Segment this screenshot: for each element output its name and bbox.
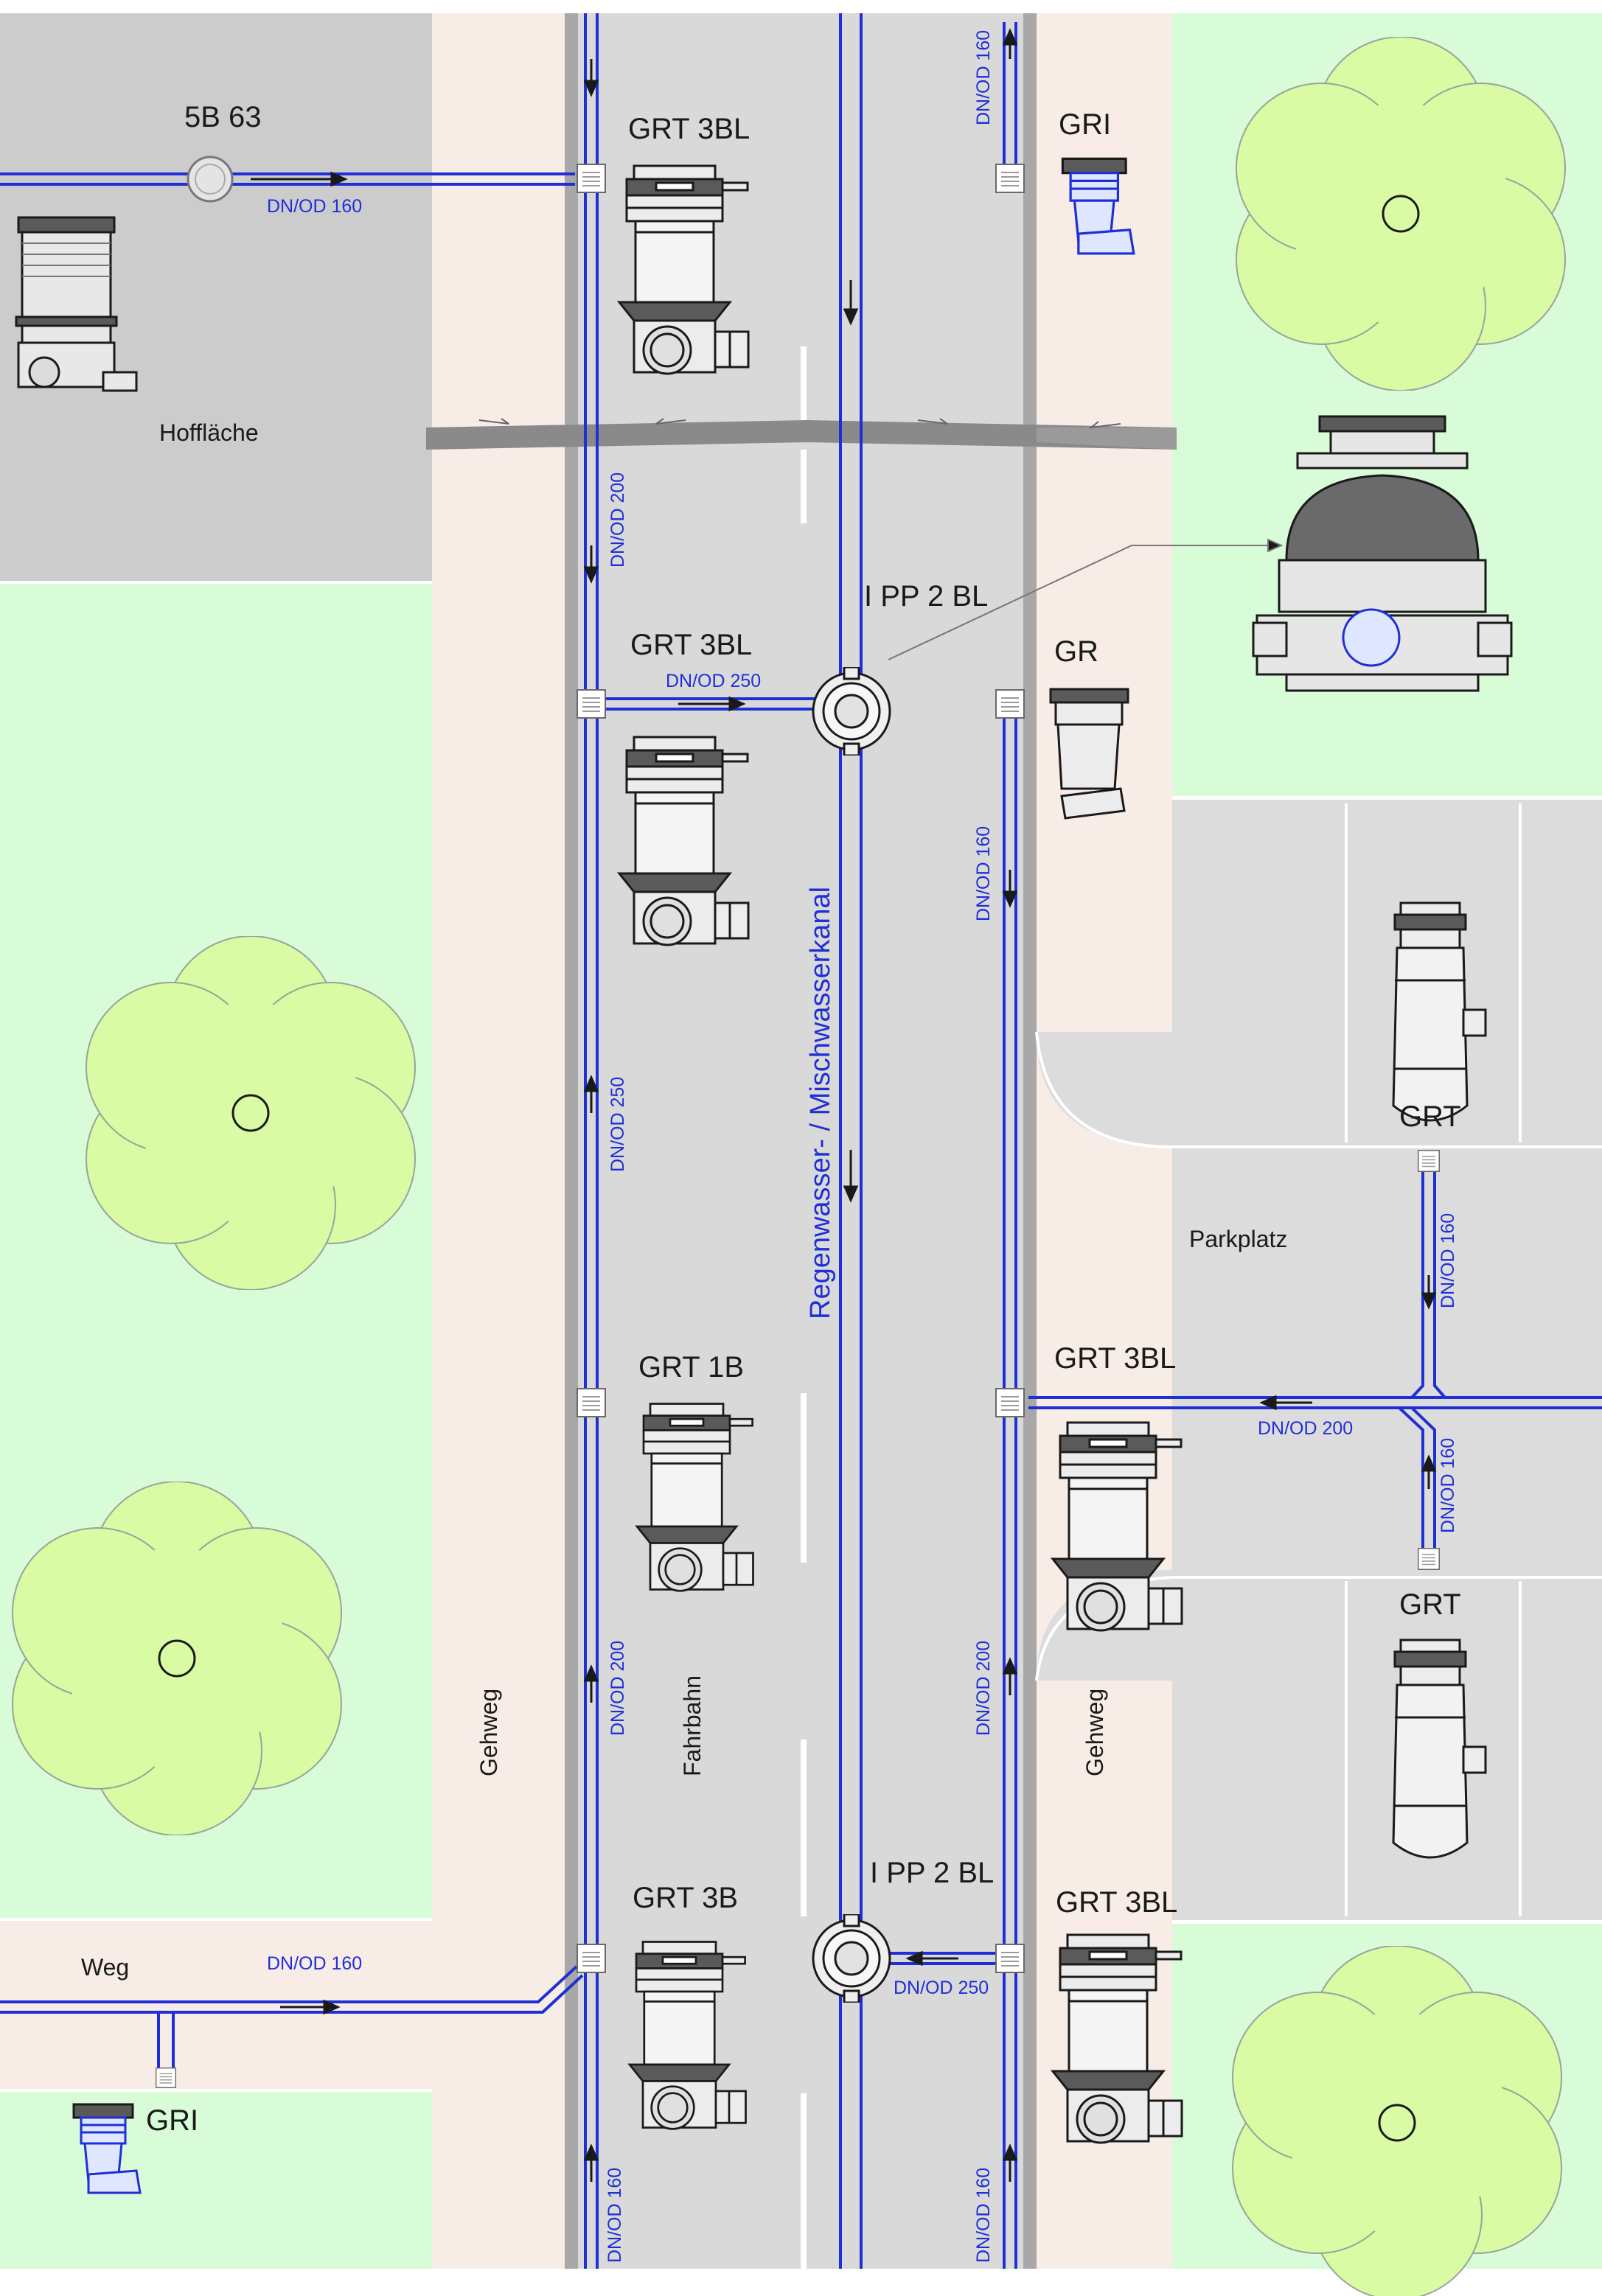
component-labels: 5B 63 GRT 3BL GRI Hoffläche I PP 2 BL GR… (81, 101, 1461, 2137)
pipe-label: DN/OD 160 (973, 826, 994, 921)
inlet-grate-icon (1417, 1548, 1441, 1570)
label-grt1b: GRT 1B (638, 1351, 744, 1383)
pipe-label: DN/OD 160 (973, 2168, 994, 2263)
label-grt3bl-right: GRT 3BL (1054, 1342, 1176, 1375)
pipe-label: DN/OD 250 (894, 1978, 989, 1998)
inlet-grate-icon (995, 689, 1025, 719)
inlet-grate-icon (1417, 1150, 1441, 1172)
sidewalk-left (0, 13, 565, 2269)
label-grt3b: GRT 3B (633, 1882, 738, 1914)
inlet-grate-icon (155, 2068, 177, 2088)
pipe-label: DN/OD 160 (973, 30, 994, 125)
pipe-label: DN/OD 200 (607, 1641, 628, 1736)
label-gri-bottom: GRI (146, 2104, 198, 2137)
parking-area (1035, 800, 1602, 1920)
leader-line (888, 538, 1284, 660)
label-5b63: 5B 63 (184, 101, 262, 133)
label-fahrbahn: Fahrbahn (679, 1675, 706, 1776)
pipe-label: DN/OD 160 (1438, 1213, 1458, 1308)
inlet-grate-icon (577, 1388, 606, 1417)
flow-arrows (251, 28, 1437, 2182)
inlet-grate-icon (995, 1944, 1025, 1973)
pipe-label: DN/OD 250 (666, 671, 761, 691)
pipe-label: DN/OD 200 (607, 472, 628, 568)
shaft-5b63 (187, 156, 234, 203)
label-ipp2bl-top: I PP 2 BL (864, 580, 988, 613)
inlet-grate-icon (995, 1388, 1025, 1417)
label-gr: GR (1054, 635, 1098, 668)
label-main-channel: Regenwasser- / Mischwasserkanal (805, 887, 836, 1319)
pipe-label: DN/OD 160 (1438, 1438, 1458, 1533)
label-parkplatz: Parkplatz (1189, 1226, 1287, 1252)
pipe-label: DN/OD 200 (973, 1641, 994, 1736)
pipe-label: DN/OD 250 (607, 1077, 628, 1172)
label-weg: Weg (81, 1954, 129, 1981)
cross-section-profile (426, 420, 1177, 450)
label-gehweg-right: Gehweg (1082, 1689, 1108, 1776)
label-grt3bl-mid: GRT 3BL (630, 629, 752, 661)
label-gehweg-left: Gehweg (476, 1689, 502, 1776)
label-hofflaeche: Hoffläche (159, 419, 259, 446)
pipe-labels: DN/OD 160 DN/OD 160 DN/OD 200 DN/OD 250 … (267, 30, 1458, 2263)
label-grt3bl-top: GRT 3BL (628, 113, 750, 145)
label-grt-parking-bottom: GRT (1399, 1588, 1461, 1621)
inlet-grate-icon (995, 164, 1025, 193)
label-grt-parking-top: GRT (1399, 1100, 1461, 1133)
pipe-network (0, 13, 1602, 2269)
label-ipp2bl-bottom: I PP 2 BL (870, 1857, 994, 1889)
label-gri-top: GRI (1059, 108, 1111, 141)
gully-gr-drawing (1049, 688, 1129, 820)
pipe-label: DN/OD 200 (1258, 1418, 1353, 1439)
label-grt3bl-bottom: GRT 3BL (1056, 1886, 1177, 1919)
inlet-grate-icon (577, 1944, 606, 1973)
yard-shaft-drawing (15, 216, 138, 392)
chamber-detail-drawing (1252, 415, 1513, 692)
pipe-label: DN/OD 160 (267, 196, 362, 217)
pipe-label: DN/OD 160 (605, 2168, 625, 2263)
slope-arrows (478, 418, 1121, 429)
inlet-grate-icon (577, 164, 606, 193)
pipe-label: DN/OD 160 (267, 1953, 362, 1974)
inlet-grate-icon (577, 689, 606, 719)
